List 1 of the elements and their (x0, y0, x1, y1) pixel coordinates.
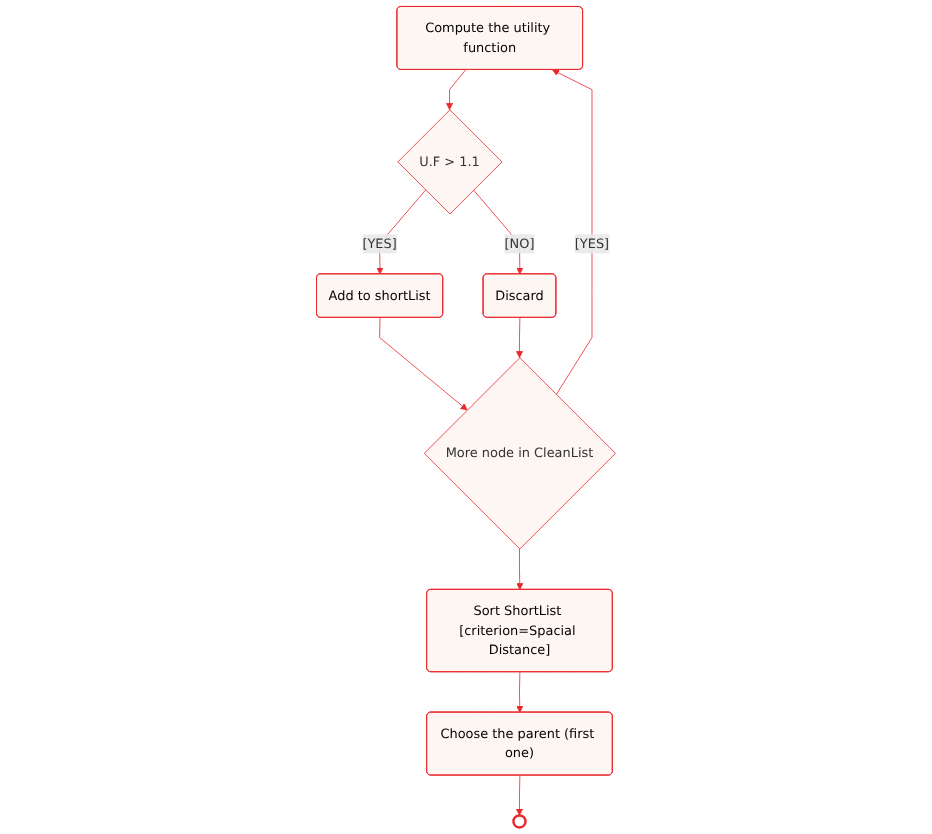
node-circle (512, 814, 527, 829)
